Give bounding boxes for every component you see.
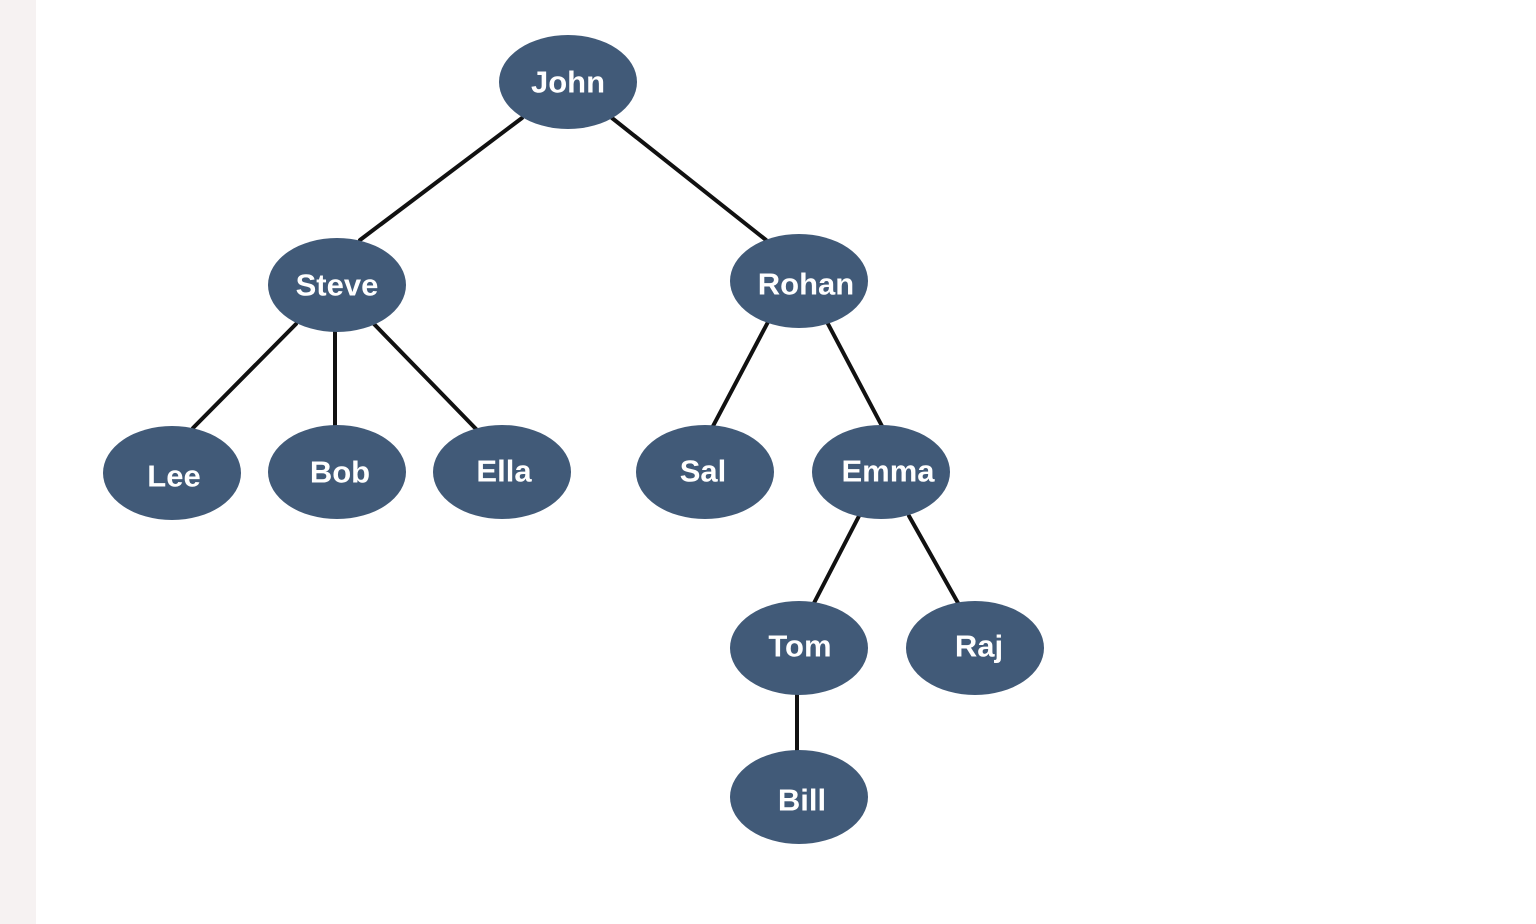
node-ellipse xyxy=(730,601,868,695)
edge-rohan-sal xyxy=(710,320,770,430)
node-label-sal: Sal xyxy=(680,454,727,489)
edge-steve-ella xyxy=(372,322,479,432)
node-label-bill: Bill xyxy=(778,783,826,818)
edge-steve-lee xyxy=(191,322,298,430)
node-ellipse xyxy=(433,425,571,519)
node-label-rohan: Rohan xyxy=(758,267,854,302)
node-rohan: Rohan xyxy=(730,234,868,328)
edge-emma-tom xyxy=(812,514,861,605)
node-ellipse xyxy=(730,234,868,328)
node-steve: Steve xyxy=(268,238,406,332)
node-sal: Sal xyxy=(636,425,774,519)
node-bob: Bob xyxy=(268,425,406,519)
edge-john-steve xyxy=(358,116,524,242)
node-ellipse xyxy=(268,238,406,332)
node-ella: Ella xyxy=(433,425,571,519)
edges xyxy=(191,116,960,754)
left-margin-strip xyxy=(0,0,36,924)
node-label-steve: Steve xyxy=(296,268,379,303)
edge-rohan-emma xyxy=(825,320,885,430)
node-ellipse xyxy=(730,750,868,844)
node-john: John xyxy=(499,35,637,129)
node-label-ella: Ella xyxy=(476,454,532,489)
node-label-lee: Lee xyxy=(147,459,200,494)
node-lee: Lee xyxy=(103,426,241,520)
node-label-emma: Emma xyxy=(841,454,935,489)
node-tom: Tom xyxy=(730,601,868,695)
node-ellipse xyxy=(906,601,1044,695)
edge-emma-raj xyxy=(907,514,960,605)
node-label-tom: Tom xyxy=(768,629,831,664)
edge-john-rohan xyxy=(610,116,768,242)
node-label-raj: Raj xyxy=(955,629,1003,664)
node-ellipse xyxy=(812,425,950,519)
node-emma: Emma xyxy=(812,425,950,519)
node-ellipse xyxy=(268,425,406,519)
node-raj: Raj xyxy=(906,601,1044,695)
node-label-john: John xyxy=(531,65,605,100)
node-ellipse xyxy=(499,35,637,129)
node-label-bob: Bob xyxy=(310,455,370,490)
node-ellipse xyxy=(636,425,774,519)
node-ellipse xyxy=(103,426,241,520)
node-bill: Bill xyxy=(730,750,868,844)
